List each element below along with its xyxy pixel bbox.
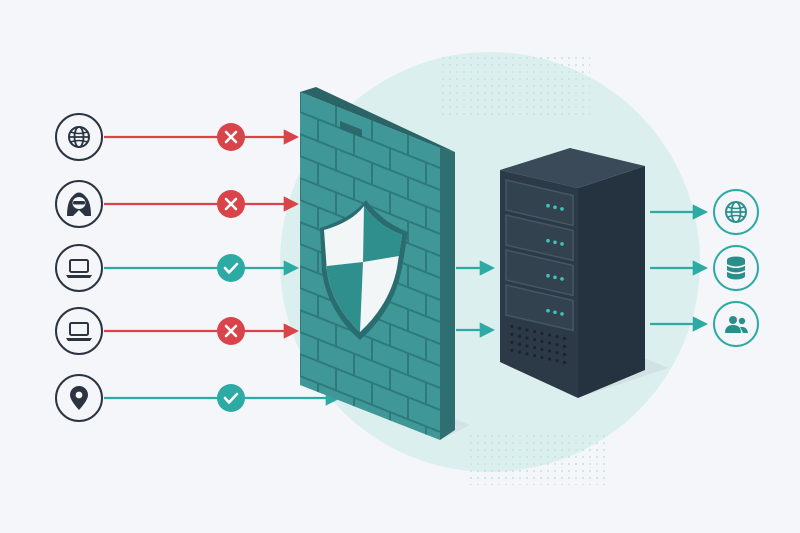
globe-icon	[55, 113, 103, 161]
shield-icon	[320, 200, 408, 340]
source-row	[55, 180, 300, 228]
blocked-x-icon	[217, 123, 245, 151]
blocked-x-icon	[217, 190, 245, 218]
server-unit	[505, 214, 574, 262]
status-led-icon	[560, 312, 564, 316]
allowed-check-icon	[217, 384, 245, 412]
hacker-icon	[55, 180, 103, 228]
dot-texture-bottom	[470, 430, 610, 485]
users-icon	[713, 301, 759, 347]
status-led-icon	[553, 310, 557, 315]
laptop-icon	[55, 244, 103, 292]
server-unit	[505, 179, 574, 227]
wall-to-server-arrows	[456, 260, 496, 338]
destination-row	[650, 301, 759, 347]
source-row	[55, 307, 300, 355]
status-led-icon	[546, 273, 550, 278]
status-led-icon	[546, 308, 550, 313]
status-led-icon	[553, 240, 557, 245]
database-icon	[713, 245, 759, 291]
source-row	[55, 113, 300, 161]
location-pin-icon	[55, 374, 103, 422]
destination-row	[650, 245, 759, 291]
laptop-icon	[55, 307, 103, 355]
allowed-check-icon	[217, 254, 245, 282]
status-led-icon	[546, 203, 550, 208]
server-unit	[505, 249, 574, 297]
status-led-icon	[560, 277, 564, 281]
status-led-icon	[553, 275, 557, 280]
status-led-icon	[553, 205, 557, 210]
server-unit	[505, 284, 574, 332]
status-led-icon	[560, 242, 564, 246]
sources-layer	[55, 113, 342, 422]
status-led-icon	[546, 238, 550, 243]
server-rack-icon	[500, 148, 668, 398]
blocked-x-icon	[217, 317, 245, 345]
source-row	[55, 244, 300, 292]
globe-icon	[713, 189, 759, 235]
destination-row	[650, 189, 759, 235]
dot-texture-top	[440, 55, 590, 115]
destinations-layer	[650, 189, 759, 347]
status-led-icon	[560, 207, 564, 211]
source-row	[55, 374, 342, 422]
